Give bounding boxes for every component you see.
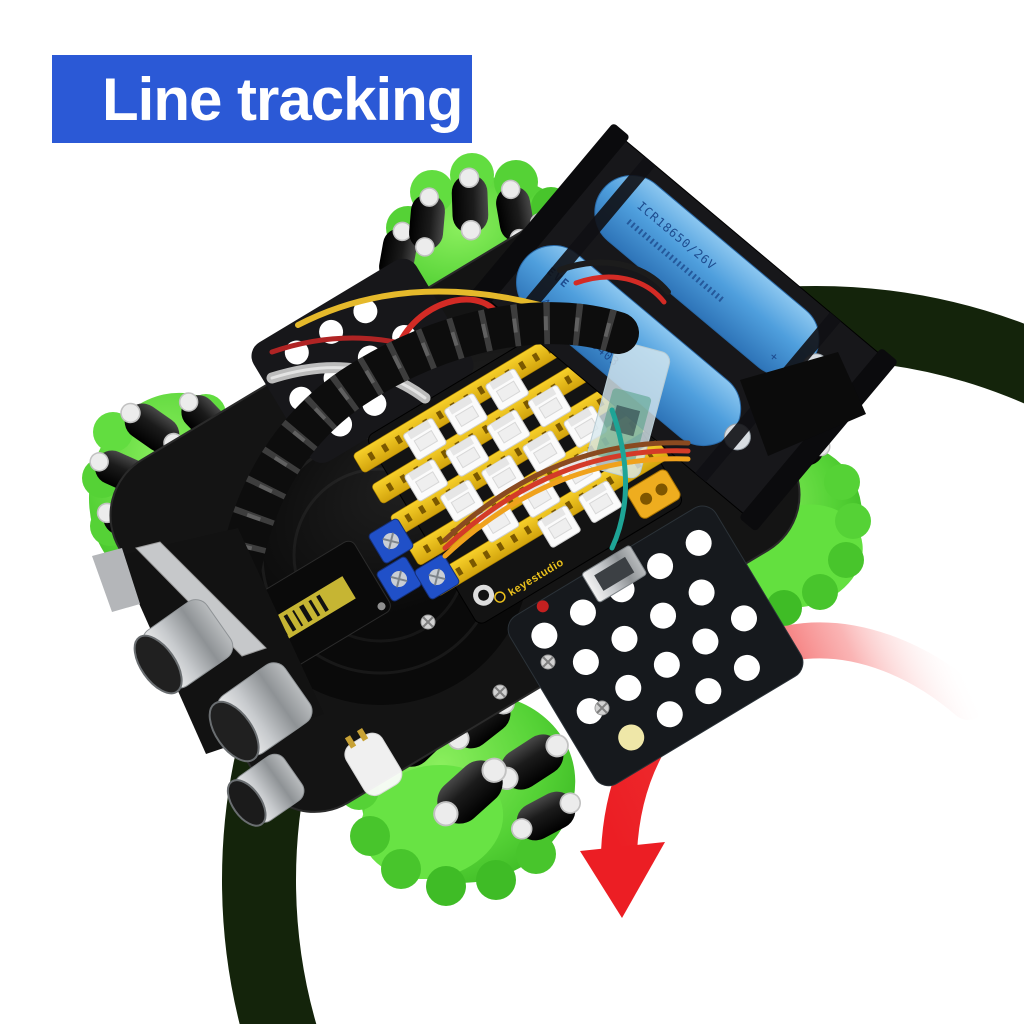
screws <box>420 614 610 716</box>
xt60-connector <box>627 469 681 519</box>
arrow-head <box>580 842 665 918</box>
battery-cell-far: ICR18650/26V + <box>594 175 830 381</box>
trimmer-potentiometers <box>368 518 460 602</box>
servo-label <box>266 576 356 644</box>
ultrasonic-sensor <box>92 528 324 827</box>
power-led <box>536 600 549 613</box>
perforated-plate <box>507 505 804 787</box>
line-tracking-sensor <box>344 727 403 797</box>
usb-port <box>582 545 647 603</box>
banner-label: Line tracking <box>102 65 463 133</box>
mount-hole <box>473 584 495 606</box>
holder-bracket <box>740 352 866 456</box>
title-banner: Line tracking <box>52 55 472 143</box>
